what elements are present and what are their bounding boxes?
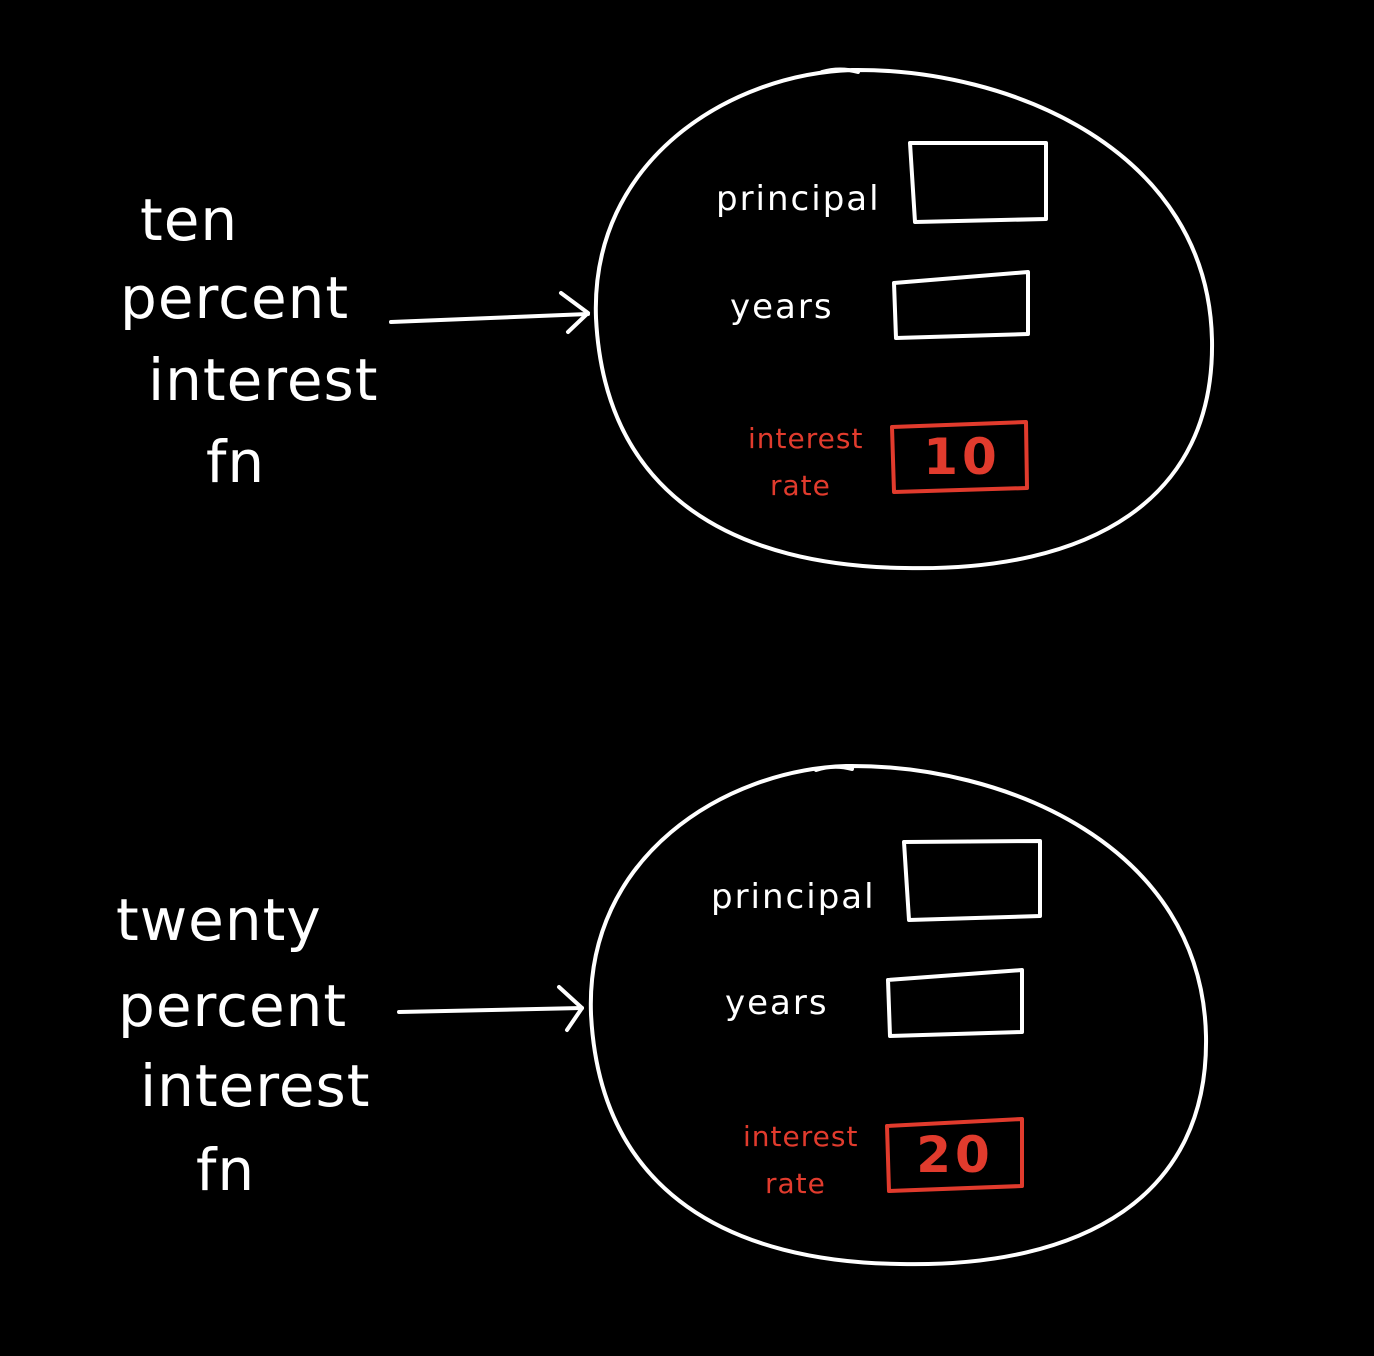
function-name-line: interest [148, 346, 379, 414]
interest-rate-label: interest [748, 422, 863, 455]
interest-rate-value: 20 [916, 1126, 994, 1184]
pointer-arrow [397, 985, 584, 1032]
interest-rate-box [885, 1117, 1024, 1193]
function-name-line: interest [140, 1052, 371, 1120]
function-name-line: ten [140, 186, 238, 254]
interest-rate-box [890, 420, 1029, 494]
interest-rate-value: 10 [923, 428, 1001, 486]
function-name-line: fn [206, 428, 265, 496]
function-name-line: twenty [116, 886, 322, 954]
closure-group-twenty-percent: twenty percent interest fn principal yea… [116, 763, 1209, 1267]
principal-box [902, 839, 1042, 922]
principal-label: principal [711, 877, 876, 917]
closure-scope-circle [593, 67, 1215, 571]
closure-group-ten-percent: ten percent interest fn principal years … [120, 67, 1215, 571]
principal-label: principal [716, 179, 881, 219]
function-name-label: twenty percent interest fn [116, 886, 371, 1204]
function-name-label: ten percent interest fn [120, 186, 379, 496]
interest-rate-label: interest [743, 1120, 858, 1153]
years-box [892, 270, 1030, 340]
function-name-line: percent [120, 264, 349, 332]
years-label: years [730, 287, 834, 327]
function-name-line: fn [196, 1136, 255, 1204]
years-label: years [725, 983, 829, 1023]
years-box [886, 968, 1024, 1038]
function-name-line: percent [118, 972, 347, 1040]
closure-scope-circle [588, 763, 1209, 1267]
pointer-arrow [389, 291, 590, 334]
principal-box [908, 141, 1048, 224]
interest-rate-label: rate [770, 469, 831, 502]
interest-rate-label: rate [765, 1167, 826, 1200]
